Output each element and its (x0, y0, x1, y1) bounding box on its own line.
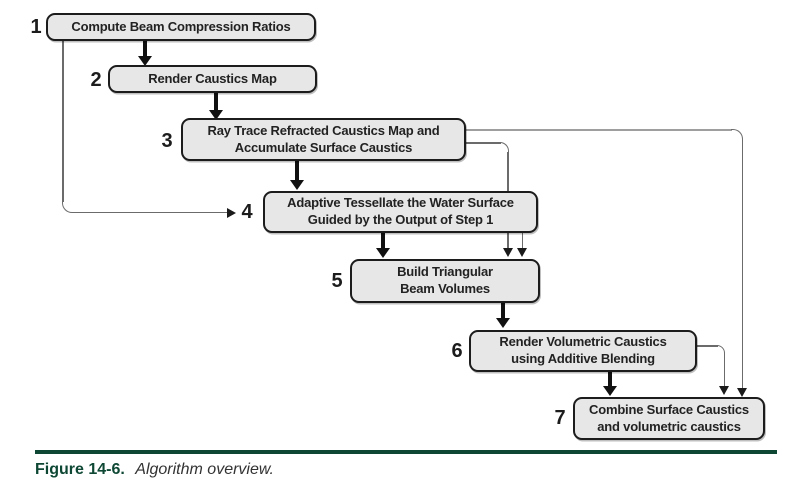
step-2-node: Render Caustics Map (108, 65, 317, 93)
step-2-number: 2 (90, 69, 102, 91)
step-3-node: Ray Trace Refracted Caustics Map and Acc… (181, 118, 466, 161)
step-6-node: Render Volumetric Caustics using Additiv… (469, 330, 697, 372)
step-1-node: Compute Beam Compression Ratios (46, 13, 316, 41)
step-2-label: Render Caustics Map (148, 70, 277, 86)
step-7-label: Combine Surface Caustics and volumetric … (589, 401, 749, 434)
figure-caption-text: Algorithm overview. (135, 461, 274, 478)
step-3-label: Ray Trace Refracted Caustics Map and Acc… (207, 122, 440, 155)
step-4-number: 4 (241, 201, 253, 223)
step-1-number: 1 (30, 16, 42, 38)
step-5-node: Build Triangular Beam Volumes (350, 259, 540, 303)
step-5-number: 5 (331, 270, 343, 292)
caption-rule (35, 450, 777, 454)
step-4-label: Adaptive Tessellate the Water Surface Gu… (287, 195, 514, 227)
figure-caption-label: Figure 14-6. (35, 461, 125, 478)
step-4-node: Adaptive Tessellate the Water Surface Gu… (263, 191, 538, 233)
figure-caption: Figure 14-6. Algorithm overview. (35, 461, 274, 479)
step-6-number: 6 (451, 340, 463, 362)
step-5-label: Build Triangular Beam Volumes (397, 264, 493, 296)
step-7-node: Combine Surface Caustics and volumetric … (573, 397, 765, 440)
step-3-number: 3 (161, 130, 173, 152)
step-6-label: Render Volumetric Caustics using Additiv… (499, 334, 667, 366)
step-1-label: Compute Beam Compression Ratios (71, 18, 291, 34)
step-7-number: 7 (554, 407, 566, 429)
